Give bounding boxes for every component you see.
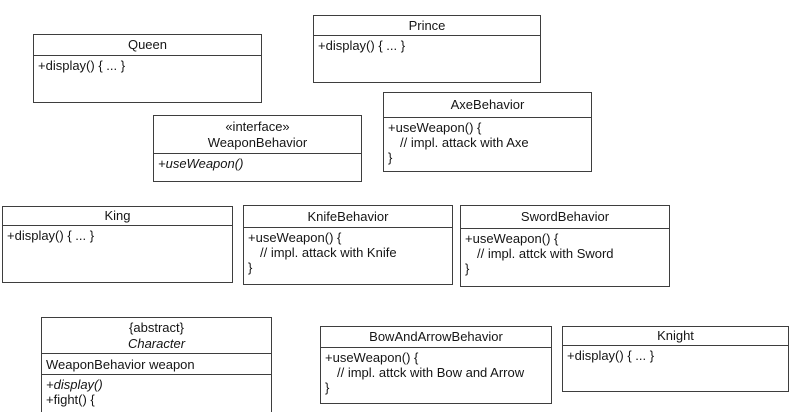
method-comment-line: // impl. attck with Sword: [477, 246, 614, 261]
method-line: +display() { ... }: [38, 58, 126, 73]
class-knife-behavior-name: KnifeBehavior: [307, 208, 389, 224]
attribute-line: WeaponBehavior weapon: [46, 357, 195, 372]
interface-stereotype: «interface»: [225, 118, 290, 134]
class-axe-behavior-header: AxeBehavior: [384, 93, 591, 118]
class-knife-behavior-body: +useWeapon() { // impl. attack with Knif…: [244, 228, 452, 275]
abstract-method-line: +useWeapon(): [158, 156, 244, 171]
class-prince-name: Prince: [408, 17, 446, 33]
method-line: +useWeapon() {: [465, 231, 559, 246]
class-knight: Knight +display() { ... }: [562, 326, 789, 392]
method-line: +display() { ... }: [318, 38, 406, 53]
class-prince-header: Prince: [314, 16, 540, 36]
class-sword-behavior-name: SwordBehavior: [520, 209, 610, 224]
method-line: +useWeapon() {: [248, 230, 342, 245]
method-line: }: [388, 150, 393, 165]
class-sword-behavior-header: SwordBehavior: [461, 206, 669, 229]
class-queen: Queen +display() { ... }: [33, 34, 262, 103]
class-bow-and-arrow-behavior-body: +useWeapon() { // impl. attck with Bow a…: [321, 348, 551, 395]
class-prince: Prince +display() { ... }: [313, 15, 541, 83]
class-bow-and-arrow-behavior-name: BowAndArrowBehavior: [369, 329, 503, 344]
method-comment-line: // impl. attack with Knife: [260, 245, 397, 260]
class-queen-name: Queen: [127, 37, 168, 52]
method-line: +useWeapon() {: [325, 350, 419, 365]
class-character-name: Character: [127, 335, 186, 351]
class-bow-and-arrow-behavior: BowAndArrowBehavior +useWeapon() { // im…: [320, 326, 552, 404]
class-knight-name: Knight: [657, 328, 694, 343]
class-knife-behavior-header: KnifeBehavior: [244, 206, 452, 228]
class-character-abstract: {abstract} Character WeaponBehavior weap…: [41, 317, 272, 412]
method-comment-line: // impl. attack with Axe: [400, 135, 529, 150]
class-character-header: {abstract} Character: [42, 318, 271, 354]
class-character-attributes: WeaponBehavior weapon: [42, 354, 271, 375]
class-king-body: +display() { ... }: [3, 226, 232, 243]
class-king-header: King: [3, 207, 232, 226]
method-line: +useWeapon() {: [388, 120, 482, 135]
class-queen-header: Queen: [34, 35, 261, 56]
method-line: +display() { ... }: [567, 348, 655, 363]
class-sword-behavior-body: +useWeapon() { // impl. attck with Sword…: [461, 229, 669, 276]
class-king-name: King: [104, 208, 131, 223]
abstract-stereotype: {abstract}: [129, 319, 184, 335]
class-knight-body: +display() { ... }: [563, 346, 788, 363]
interface-weapon-behavior-body: +useWeapon(): [154, 154, 361, 171]
class-axe-behavior-name: AxeBehavior: [450, 97, 525, 112]
interface-weapon-behavior: «interface» WeaponBehavior +useWeapon(): [153, 115, 362, 182]
class-sword-behavior: SwordBehavior +useWeapon() { // impl. at…: [460, 205, 670, 287]
class-axe-behavior: AxeBehavior +useWeapon() { // impl. atta…: [383, 92, 592, 172]
method-line: +fight() {: [46, 392, 95, 407]
class-bow-and-arrow-behavior-header: BowAndArrowBehavior: [321, 327, 551, 348]
class-prince-body: +display() { ... }: [314, 36, 540, 53]
interface-weapon-behavior-header: «interface» WeaponBehavior: [154, 116, 361, 154]
class-knife-behavior: KnifeBehavior +useWeapon() { // impl. at…: [243, 205, 453, 285]
abstract-method-line: +display(): [46, 377, 103, 392]
class-axe-behavior-body: +useWeapon() { // impl. attack with Axe …: [384, 118, 591, 165]
method-line: }: [248, 260, 253, 275]
class-knight-header: Knight: [563, 327, 788, 346]
class-king: King +display() { ... }: [2, 206, 233, 283]
class-character-body: +display() +fight() {: [42, 375, 271, 407]
method-line: }: [325, 380, 330, 395]
method-comment-line: // impl. attck with Bow and Arrow: [337, 365, 525, 380]
class-queen-body: +display() { ... }: [34, 56, 261, 73]
method-line: +display() { ... }: [7, 228, 95, 243]
method-line: }: [465, 261, 470, 276]
interface-weapon-behavior-name: WeaponBehavior: [207, 134, 308, 150]
